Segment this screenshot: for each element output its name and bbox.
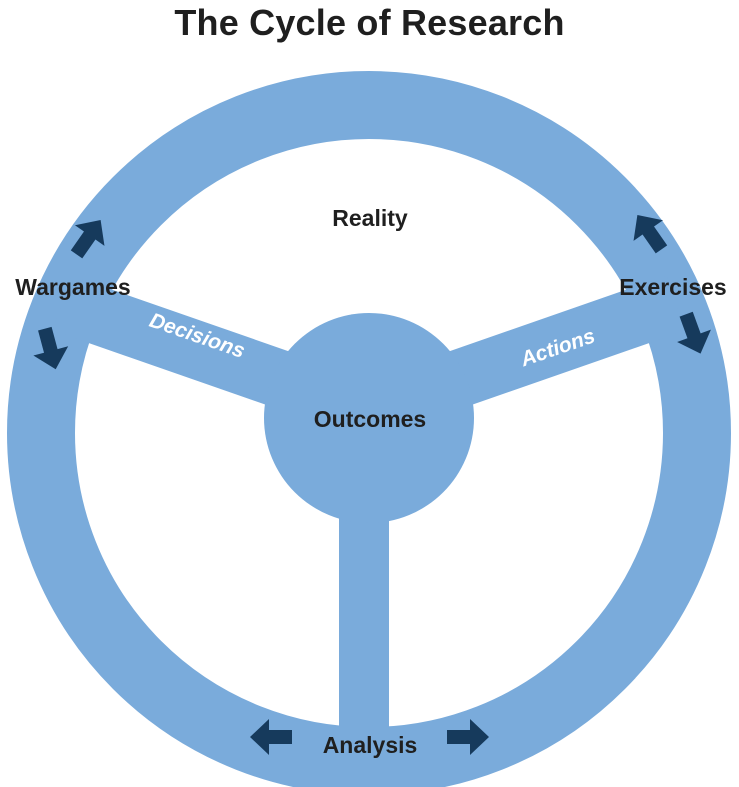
arrow-exercises-up-icon (633, 214, 668, 254)
node-label-reality: Reality (332, 205, 408, 231)
node-label-analysis: Analysis (323, 732, 418, 758)
arrow-analysis-right-icon (447, 719, 489, 755)
node-label-outcomes: Outcomes (314, 406, 426, 432)
node-label-wargames: Wargames (15, 274, 130, 300)
arrow-wargames-down-icon (33, 326, 69, 370)
diagram-title: The Cycle of Research (174, 2, 565, 43)
arrow-exercises-down-icon (677, 311, 711, 354)
arrow-wargames-up-icon (70, 219, 105, 259)
outer-ring (7, 71, 731, 787)
node-label-exercises: Exercises (619, 274, 726, 300)
hub-circle (264, 313, 474, 523)
arrow-analysis-left-icon (250, 719, 292, 755)
